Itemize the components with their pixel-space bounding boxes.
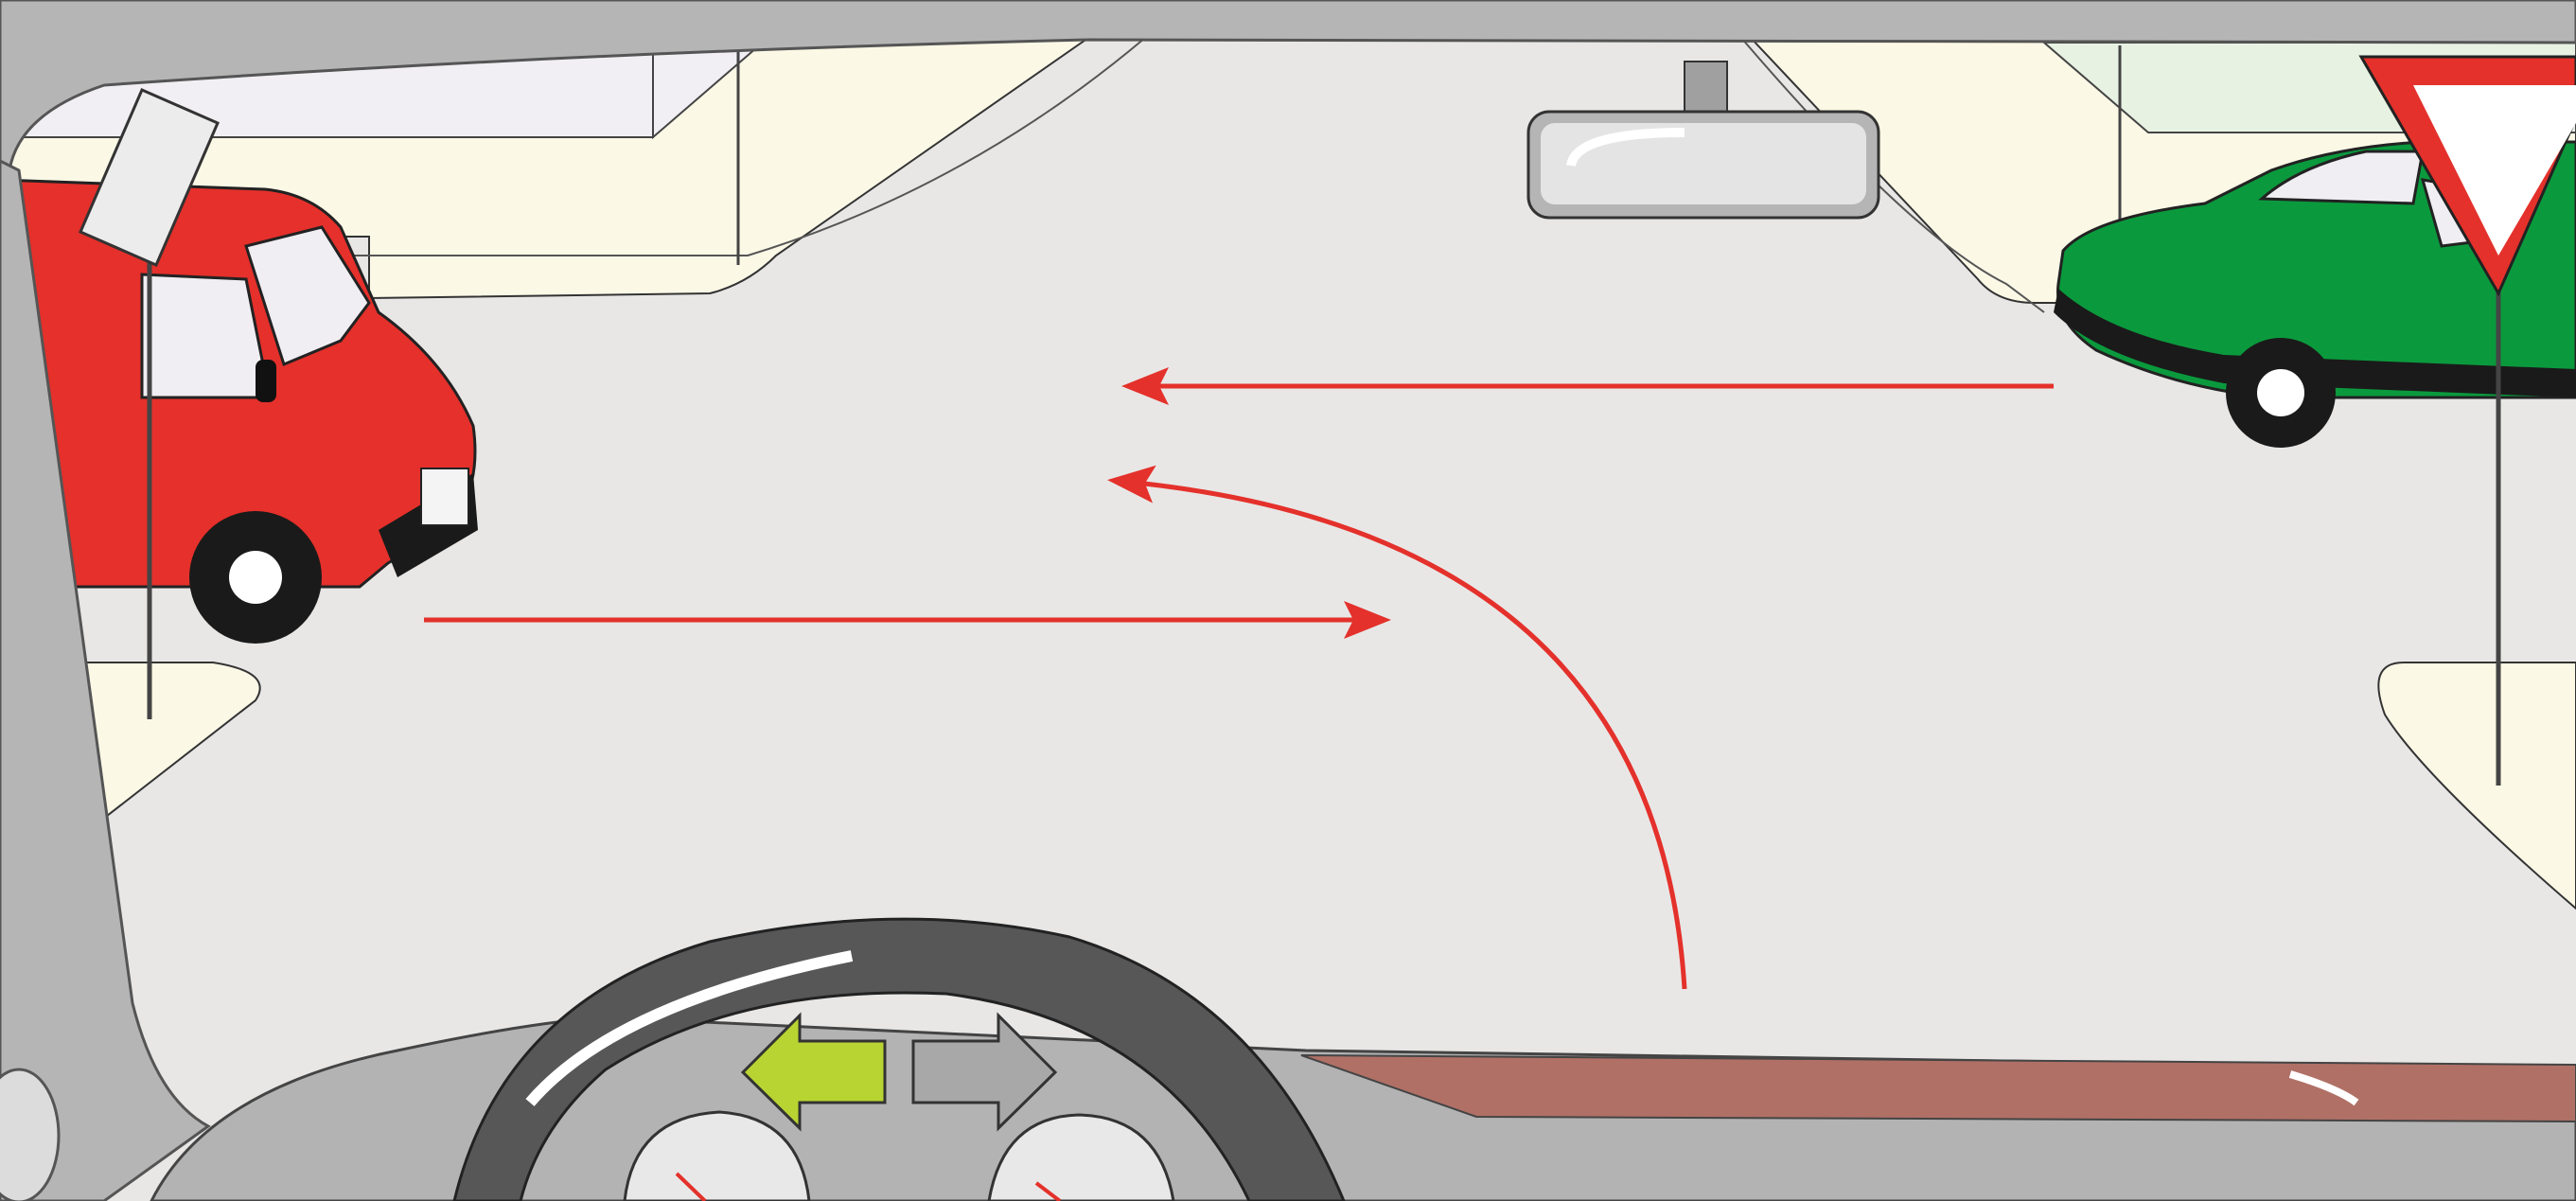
left-sign: [79, 88, 220, 719]
route-arrows: [424, 367, 2054, 990]
steering-wheel: [452, 917, 1346, 1201]
arrow-left-icon: [740, 1012, 887, 1132]
yield-sign-icon: [2358, 55, 2576, 786]
arrow-right-icon: [911, 1012, 1058, 1132]
arrow-turn-left: [1107, 465, 1687, 990]
red-van: [0, 178, 478, 644]
gauges: [623, 1110, 1175, 1201]
turn-indicators: [740, 1012, 1058, 1132]
rear-view-mirror: [1526, 61, 1880, 220]
